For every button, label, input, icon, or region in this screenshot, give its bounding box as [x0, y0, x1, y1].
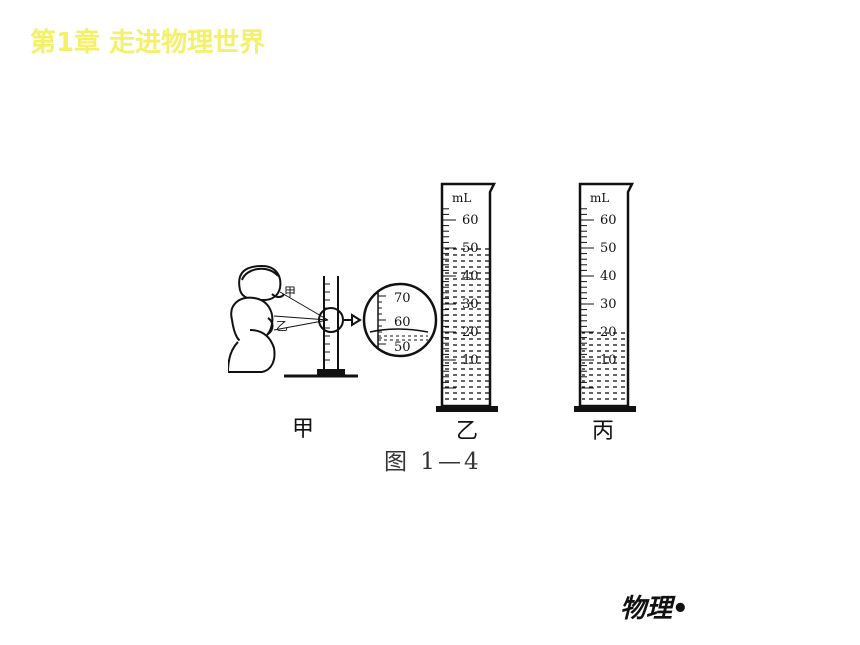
cylinder-b: mL 60 50 40 30 20 10 [436, 182, 498, 412]
cylinder-c-tick-20: 20 [600, 325, 617, 340]
cylinder-c-unit: mL [590, 191, 609, 205]
footer-subject: 物理• [620, 594, 689, 624]
panel-label-c: 丙 [592, 419, 614, 442]
panel-a-illustration [228, 264, 438, 378]
chapter-title: 第1章 走进物理世界 [30, 28, 266, 58]
cylinder-b-water [444, 248, 492, 404]
panel-label-a: 甲 [292, 417, 314, 442]
cylinder-b-tick-30: 30 [462, 297, 479, 312]
cylinder-b-tick-10: 10 [462, 353, 479, 368]
observer-label-b: 乙 [276, 319, 288, 333]
cylinder-c: mL 60 50 40 30 20 10 [574, 182, 636, 412]
observer-b-figure [228, 296, 276, 373]
magnifier-tick-60: 60 [394, 315, 411, 330]
figure-caption: 图 1—4 [384, 449, 482, 475]
cylinder-c-tick-10: 10 [600, 353, 617, 368]
cylinder-b-tick-60: 60 [462, 213, 479, 228]
cylinder-b-tick-50: 50 [462, 241, 479, 256]
cylinder-b-tick-40: 40 [462, 269, 479, 284]
cylinder-c-tick-50: 50 [600, 241, 617, 256]
small-cylinder [284, 276, 362, 378]
magnifier-tick-70: 70 [394, 291, 411, 306]
observer-label-a: 甲 [284, 285, 296, 299]
figure-1-4: 甲 乙 70 60 50 mL 60 50 40 30 20 10 mL 60 … [228, 180, 640, 442]
cylinder-c-water [582, 332, 628, 404]
cylinder-b-tick-20: 20 [462, 325, 479, 340]
cylinder-c-tick-40: 40 [600, 269, 617, 284]
magnifier-tick-50: 50 [394, 340, 411, 355]
cylinder-c-tick-60: 60 [600, 213, 617, 228]
magnifier-view [362, 282, 438, 358]
cylinder-b-unit: mL [452, 191, 471, 205]
observer-a-figure [238, 264, 285, 302]
panel-label-b: 乙 [456, 419, 478, 442]
cylinder-c-tick-30: 30 [600, 297, 617, 312]
